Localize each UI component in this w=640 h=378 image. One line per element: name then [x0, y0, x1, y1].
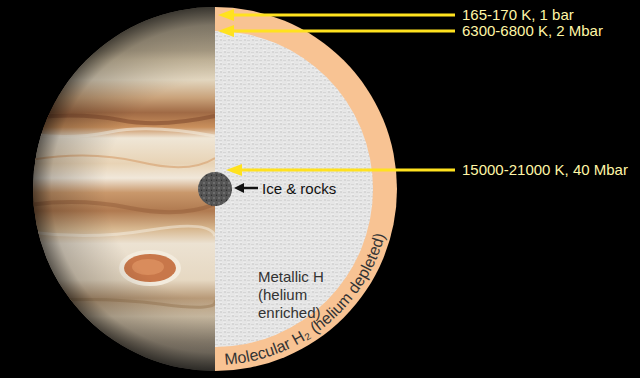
yellow-arrowhead	[218, 9, 234, 21]
yellow-arrow	[232, 14, 455, 17]
condition-label: 6300-6800 K, 2 Mbar	[462, 22, 603, 40]
yellow-arrowhead	[226, 164, 242, 176]
layer-label: Ice & rocks	[262, 180, 336, 198]
molecular-layer: Molecular H₂ (helium depleted)Metallic H…	[215, 7, 397, 371]
black-arrowhead	[234, 183, 244, 193]
yellow-arrow	[240, 169, 455, 172]
rock-core: Ice & rocks	[198, 172, 232, 206]
yellow-arrowhead	[218, 25, 234, 37]
yellow-arrow	[232, 30, 455, 33]
condition-label: 165-170 K, 1 bar	[462, 6, 574, 24]
black-arrow	[242, 187, 258, 190]
layer-label: Metallic H (helium enriched)	[258, 268, 342, 322]
condition-label: 15000-21000 K, 40 Mbar	[462, 161, 628, 179]
rock-core-shape	[198, 172, 232, 206]
